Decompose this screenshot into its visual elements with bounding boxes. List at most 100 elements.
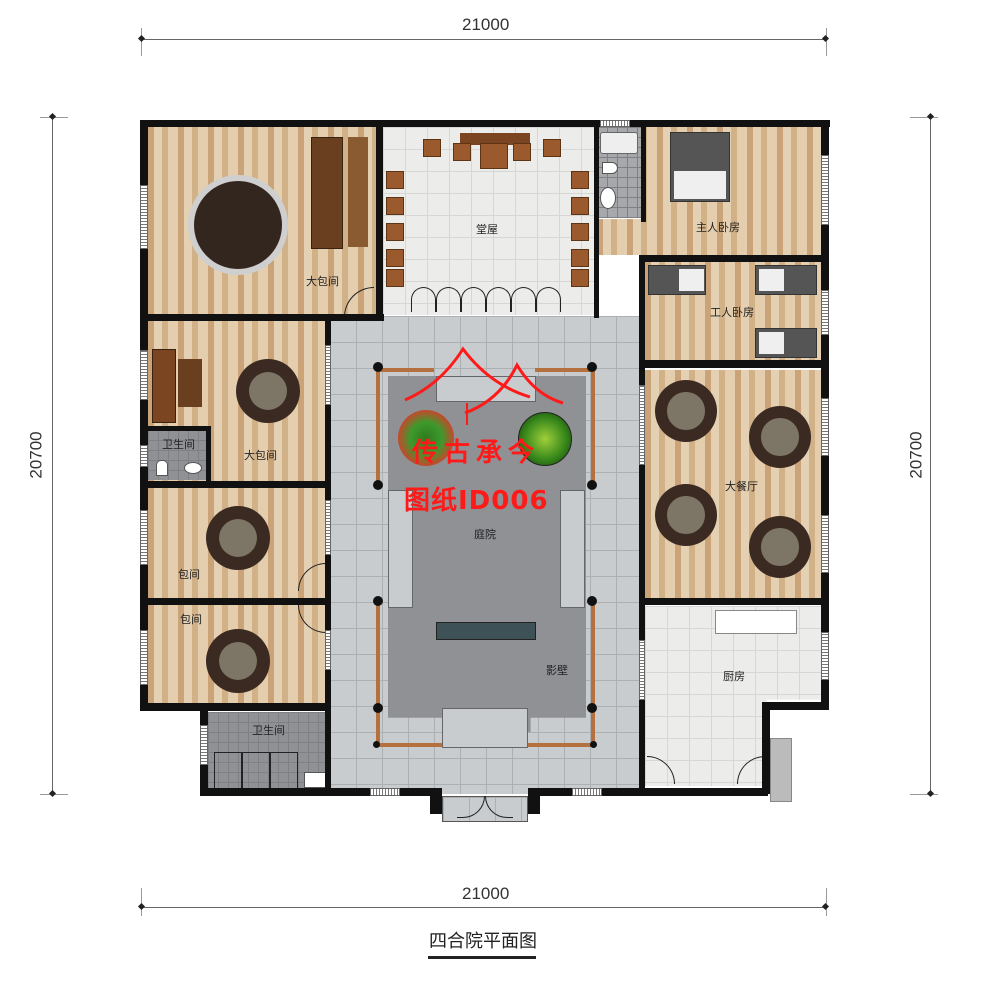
bed-icon — [755, 328, 817, 358]
beam — [591, 368, 595, 488]
window — [821, 398, 829, 456]
extension-line — [826, 28, 827, 56]
chair — [571, 269, 589, 287]
pillar — [373, 741, 380, 748]
worker-bedroom: 工人卧房 — [645, 262, 821, 360]
wall — [140, 120, 830, 127]
beam — [376, 743, 442, 747]
bed-sheet — [759, 269, 784, 291]
window — [821, 290, 829, 335]
screen-wall-block — [436, 622, 536, 640]
bed-sheet — [674, 171, 726, 199]
wall — [762, 702, 829, 710]
wall — [140, 426, 210, 431]
extension-line — [910, 117, 938, 118]
door-swing — [647, 756, 675, 784]
wall — [140, 481, 330, 488]
wall — [639, 360, 829, 368]
extension-line — [826, 888, 827, 916]
right-dimension-value: 20700 — [906, 431, 926, 479]
left-dimension-value: 20700 — [26, 431, 46, 479]
wall — [430, 788, 442, 814]
tea-table — [311, 137, 343, 249]
chair — [386, 269, 404, 287]
chair — [453, 143, 471, 161]
toilet-icon — [156, 460, 168, 476]
extension-line — [141, 888, 142, 916]
room-label: 大餐厅 — [725, 480, 758, 493]
tree-icon — [398, 410, 454, 466]
room-label: 包间 — [180, 613, 202, 626]
window — [325, 345, 331, 405]
beam — [535, 368, 593, 372]
window — [639, 385, 645, 465]
beam — [376, 368, 434, 372]
sink-icon — [184, 462, 202, 474]
room-label: 大包间 — [244, 449, 277, 462]
wall — [538, 788, 768, 796]
tree-icon — [518, 412, 572, 466]
bed-icon — [648, 265, 706, 295]
wall — [639, 255, 829, 262]
side-table — [386, 197, 404, 215]
room-label: 主人卧房 — [696, 221, 740, 234]
wall — [639, 255, 645, 793]
dimension-tick — [48, 789, 57, 798]
bookshelf — [152, 349, 176, 423]
cabinet — [348, 137, 368, 247]
private-room-2: 包间 — [148, 605, 326, 703]
room-label: 卫生间 — [252, 724, 285, 737]
pillar — [373, 596, 383, 606]
dimension-line — [52, 117, 53, 795]
dimension-tick — [821, 34, 830, 43]
round-table — [655, 484, 717, 546]
dimension-tick — [926, 112, 935, 121]
toilet-icon — [602, 162, 618, 174]
private-room-1: 包间 — [148, 488, 326, 598]
window — [140, 185, 148, 249]
dimension-tick — [137, 902, 146, 911]
kitchen: 厨房 — [645, 606, 821, 786]
tea-table — [178, 359, 202, 407]
door-swing — [511, 287, 536, 312]
side-table — [571, 249, 589, 267]
toilet-stall — [214, 752, 242, 790]
door-swing — [298, 605, 326, 633]
bathtub-icon — [600, 132, 638, 154]
wall — [140, 314, 384, 321]
window — [600, 120, 630, 127]
side-table — [386, 249, 404, 267]
bathroom-1: 卫生间 — [148, 430, 208, 480]
door-swing — [486, 287, 511, 312]
title-text: 四合院平面图 — [429, 931, 537, 952]
room-label: 厨房 — [723, 670, 745, 683]
round-table — [236, 359, 300, 423]
door-swing — [737, 756, 765, 784]
dimension-tick — [926, 789, 935, 798]
door-swing — [411, 287, 436, 312]
watermark-line1: 传古承今 — [412, 438, 541, 468]
side-table — [571, 197, 589, 215]
pillar — [587, 362, 597, 372]
wall — [376, 120, 383, 318]
pillar — [587, 703, 597, 713]
bed-sheet — [759, 332, 784, 354]
chair — [386, 171, 404, 189]
beam — [528, 743, 594, 747]
beam — [376, 600, 380, 746]
roof-logo-icon — [404, 346, 564, 425]
bed-icon — [670, 132, 730, 202]
door-swing — [461, 287, 486, 312]
altar-table — [460, 133, 530, 145]
dimension-tick — [48, 112, 57, 121]
window — [370, 788, 400, 796]
large-dining-hall: 大餐厅 — [645, 370, 821, 598]
extension-line — [910, 794, 938, 795]
toilet-stall — [270, 752, 298, 790]
large-round-table — [188, 175, 288, 275]
planter-right — [560, 490, 585, 608]
window — [140, 510, 148, 565]
toilet-stall — [242, 752, 270, 790]
room-label: 堂屋 — [476, 223, 498, 236]
door-swing — [344, 287, 374, 317]
